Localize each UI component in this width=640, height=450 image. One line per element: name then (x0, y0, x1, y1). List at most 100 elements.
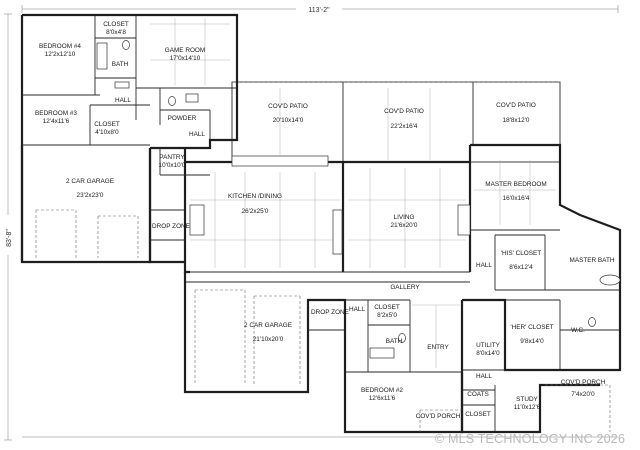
room-name: MASTER BEDROOM (485, 181, 546, 188)
room-size: 7'4x20'0 (571, 391, 595, 398)
room-label-hall-study: HALL (476, 373, 492, 380)
room-size: 8'0x14'0 (476, 350, 500, 357)
fireplace-right (457, 204, 471, 236)
room-name: BEDROOM #4 (39, 43, 81, 50)
room-label-drop-zone-left: DROP ZONE (152, 223, 190, 230)
room-label-porch-right: COV'D PORCH 7'4x20'0 (561, 379, 606, 398)
room-label-pantry: PANTRY 10'0x10'0 (159, 154, 186, 169)
toilet-fixture-wc (588, 317, 596, 327)
room-label-closet-b2: CLOSET 8'2x5'0 (374, 304, 400, 319)
room-label-her-closet: 'HER' CLOSET 9'8x14'0 (510, 324, 553, 345)
kitchen-island (332, 209, 343, 255)
room-label-bedroom3: BEDROOM #3 12'4x11'6 (35, 110, 77, 125)
room-label-porch-front: COV'D PORCH (416, 413, 461, 420)
room-label-game-room: GAME ROOM 17'0x14'10 (165, 47, 205, 62)
room-label-hall-master: HALL (476, 262, 492, 269)
room-name: KITCHEN /DINING (228, 193, 282, 200)
master-tub (599, 274, 621, 286)
room-label-entry: ENTRY (427, 344, 449, 351)
front-wing-walls (183, 272, 464, 434)
room-name: GAME ROOM (165, 47, 205, 54)
master-wing-walls (470, 143, 622, 370)
room-name: STUDY (516, 396, 538, 403)
room-label-coats: COATS (467, 391, 489, 398)
sink-fixture-powder (185, 93, 199, 103)
room-size: 21'10x20'0 (253, 336, 284, 343)
room-name: UTILITY (476, 342, 501, 349)
room-size: 8'6x12'4 (509, 264, 533, 271)
room-name: 2 CAR GARAGE (66, 178, 114, 185)
room-size: 17'0x14'10 (170, 55, 201, 62)
room-name: CLOSET (374, 304, 400, 311)
room-label-bedroom4: BEDROOM #4 12'2x12'10 (39, 43, 81, 58)
range-hood (231, 155, 329, 167)
room-label-bath-b2: BATH (386, 338, 403, 345)
room-label-hall-pantry: HALL (189, 131, 205, 138)
core-walls (148, 145, 472, 283)
room-name: 2 CAR GARAGE (244, 322, 292, 329)
room-size: 10'0x10'0 (159, 162, 186, 169)
room-name: PANTRY (159, 154, 185, 161)
room-size: 20'10x14'0 (273, 117, 304, 124)
room-label-master-bedroom: MASTER BEDROOM 16'0x16'4 (485, 181, 546, 202)
room-label-closet-study: CLOSET (465, 411, 491, 418)
sink-fixture-top (114, 81, 130, 89)
left-wing-walls (20, 13, 239, 262)
room-label-patio-mid: COV'D PATIO 22'2x16'4 (384, 108, 424, 130)
room-label-powder: POWDER (168, 115, 197, 122)
room-name: CLOSET (94, 121, 120, 128)
room-label-patio-right: COV'D PATIO 18'8x12'0 (496, 102, 536, 124)
room-size: 12'4x11'6 (43, 118, 70, 125)
room-label-utility: UTILITY 8'0x14'0 (476, 342, 501, 357)
tub-fixture-b2 (369, 347, 395, 359)
room-name: BEDROOM #3 (35, 110, 77, 117)
room-size: 9'8x14'0 (520, 338, 544, 345)
room-label-bedroom2: BEDROOM #2 12'6x11'6 (361, 387, 403, 402)
overall-depth-dimension: 83'-8" (6, 229, 13, 247)
room-size: 12'2x12'10 (45, 51, 76, 58)
room-label-drop-zone-front: DROP ZONE (311, 309, 349, 316)
room-name: LIVING (394, 214, 415, 221)
room-label-garage-front: 2 CAR GARAGE 21'10x20'0 (244, 322, 292, 343)
room-name: 'HIS' CLOSET (501, 250, 542, 257)
room-size: 8'2x5'0 (377, 312, 397, 319)
room-label-gallery: GALLERY (390, 284, 420, 291)
room-label-kitchen: KITCHEN /DINING 26'2x25'0 (228, 193, 282, 215)
left-garage-walls (20, 144, 152, 264)
room-label-closet-top: CLOSET 8'0x4'8 (103, 21, 129, 36)
room-size: 23'2x23'0 (77, 192, 104, 199)
utility-study-walls (419, 298, 622, 434)
tub-fixture-top (96, 42, 108, 70)
copyright-watermark: © MLS TECHNOLOGY INC 2026 (435, 432, 625, 446)
overall-width-dimension: 113'-2" (308, 7, 330, 14)
room-size: 11'0x12'6 (514, 404, 541, 411)
room-label-study: STUDY 11'0x12'6 (514, 396, 541, 411)
room-label-his-closet: 'HIS' CLOSET 8'6x12'4 (501, 250, 542, 271)
room-name: COV'D PATIO (268, 103, 308, 110)
room-label-patio-left: COV'D PATIO 20'10x14'0 (268, 103, 308, 124)
room-size: 16'0x16'4 (503, 195, 530, 202)
room-size: 8'0x4'8 (106, 29, 126, 36)
room-name: CLOSET (103, 21, 129, 28)
room-size: 12'6x11'6 (369, 395, 396, 402)
room-label-master-bath: MASTER BATH (570, 257, 615, 264)
room-label-hall-front: HALL (349, 306, 365, 313)
toilet-fixture-b2 (398, 333, 406, 343)
room-name: BEDROOM #2 (361, 387, 403, 394)
room-size: 26'2x25'0 (242, 208, 269, 215)
room-label-hall-upper: HALL (115, 97, 131, 104)
room-label-living: LIVING 21'6x20'0 (391, 214, 418, 229)
room-label-wc: W.C. (571, 327, 585, 334)
toilet-fixture-top (122, 40, 130, 50)
room-name: COV'D PORCH (561, 379, 606, 386)
dimension-lines (4, 5, 619, 441)
room-name: 'HER' CLOSET (510, 324, 553, 331)
toilet-fixture-powder (168, 96, 176, 106)
room-label-bath-top: BATH (112, 61, 129, 68)
room-size: 22'2x16'4 (391, 123, 418, 130)
room-size: 18'8x12'0 (503, 117, 530, 124)
room-name: COV'D PATIO (384, 108, 424, 115)
room-label-closet-b3: CLOSET 4'10x8'0 (94, 121, 120, 136)
fireplace-left (189, 204, 205, 236)
